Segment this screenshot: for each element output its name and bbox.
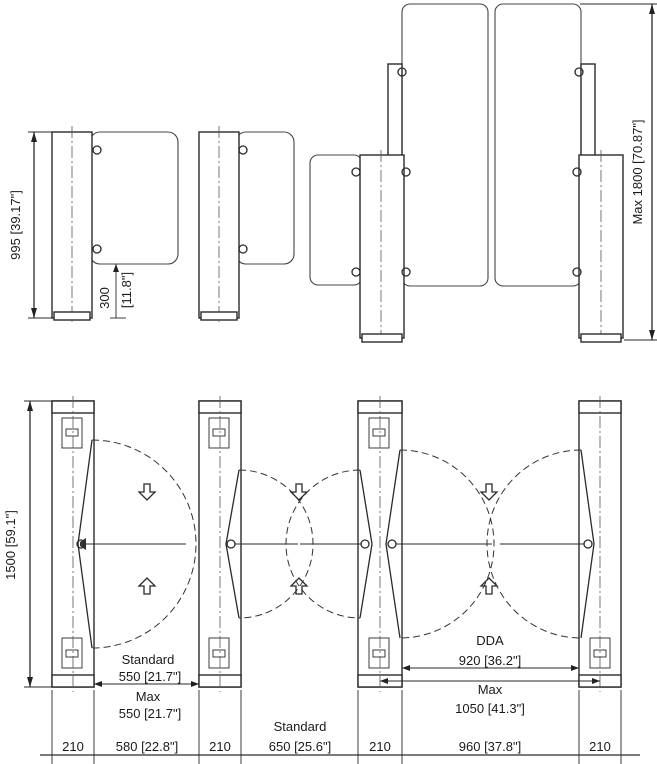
dim-300-inch-label: [11.8"] [119, 272, 134, 308]
value-dda-920: 920 [36.2"] [459, 653, 521, 668]
dim-995-label: 995 [39.17"] [8, 190, 23, 260]
label-standard-2: Standard [274, 719, 327, 734]
label-dda: DDA [476, 633, 504, 648]
value-max-1050: 1050 [41.3"] [455, 701, 525, 716]
dim-bottom-210-1: 210 [62, 739, 84, 754]
plan-cabinet-4 [486, 396, 622, 692]
dim-gap-3-labels: DDA 920 [36.2"] Max 1050 [41.3"] [380, 633, 600, 716]
dim-bottom-580: 580 [22.8"] [116, 739, 178, 754]
value-max-550: 550 [21.7"] [119, 706, 181, 721]
bottom-chain-dimension: 210 580 [22.8"] 210 650 [25.6"] 210 960 … [40, 690, 640, 764]
label-max-2: Max [478, 682, 503, 697]
elevation-view: 995 [39.17"] 300 [11.8"] [8, 3, 657, 343]
dim-gap-1-labels: Standard 550 [21.7"] Max 550 [21.7"] [94, 652, 199, 721]
dim-1500-label: 1500 [59.1"] [3, 510, 18, 580]
plan-direction-arrows-mid [289, 483, 309, 595]
dim-1800: Max 1800 [70.87"] [580, 3, 657, 341]
dim-bottom-210-4: 210 [589, 739, 611, 754]
label-max-1: Max [136, 689, 161, 704]
dim-1500: 1500 [59.1"] [3, 400, 52, 688]
dim-bottom-210-2: 210 [209, 739, 231, 754]
dim-995: 995 [39.17"] [8, 131, 52, 319]
plan-cabinet-3 [285, 396, 499, 692]
dim-bottom-650: 650 [25.6"] [269, 739, 331, 754]
label-standard-1: Standard [122, 652, 175, 667]
dim-300: 300 [11.8"] [97, 264, 134, 319]
plan-cabinet-2 [198, 396, 314, 692]
dim-bottom-210-3: 210 [369, 739, 391, 754]
dim-1800-label: Max 1800 [70.87"] [630, 119, 645, 224]
value-standard-550: 550 [21.7"] [119, 669, 181, 684]
dim-300-label: 300 [97, 287, 112, 309]
elevation-cabinet-4 [494, 3, 624, 343]
plan-cabinet-1 [51, 396, 197, 692]
elevation-cabinet-1 [51, 126, 179, 322]
plan-view: 1500 [59.1"] [3, 396, 640, 764]
elevation-cabinet-2 [198, 126, 295, 322]
dim-bottom-960: 960 [37.8"] [459, 739, 521, 754]
elevation-cabinet-3 [309, 3, 489, 343]
